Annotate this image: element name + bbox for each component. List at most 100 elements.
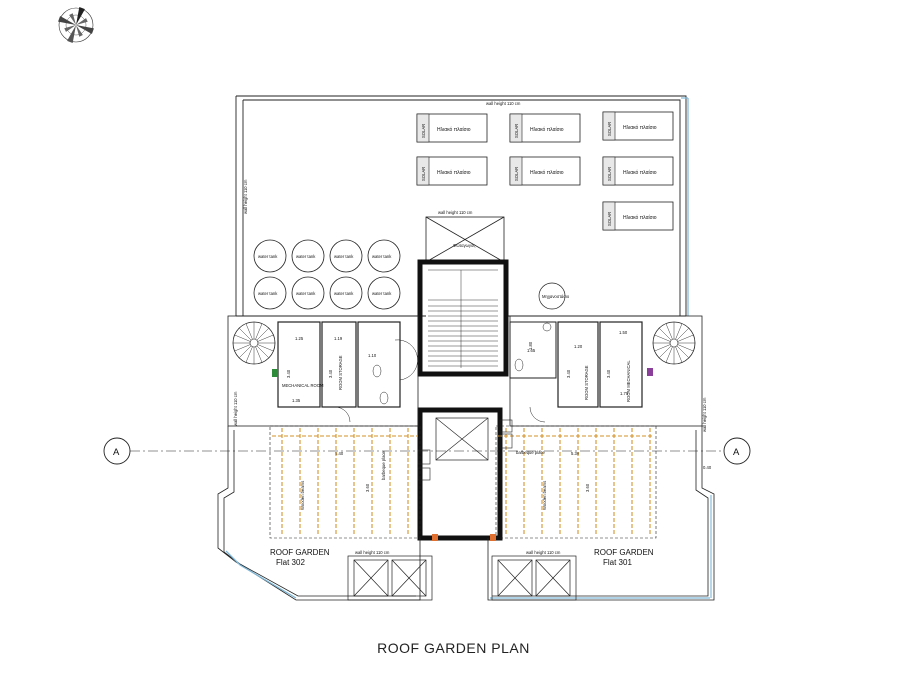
right-lower-terrace	[487, 426, 715, 601]
water-tank: water tank	[291, 239, 325, 273]
right-vent-marker	[647, 368, 653, 376]
water-tank: water tank	[367, 239, 401, 273]
solar-panel: SOLAR Ηλιακό πλαίσιο	[509, 156, 581, 186]
right-storage-label: ROOM STORAGE	[584, 365, 589, 400]
right-pergola	[495, 425, 657, 539]
right-dimensions: 1.50 3.40 1.70 1.20 3.40 1.65 1.80 5.30 …	[527, 330, 712, 492]
lift-room-marker	[538, 282, 566, 310]
svg-text:0.40: 0.40	[703, 465, 712, 470]
solar-panel-tag: SOLAR	[421, 167, 426, 181]
left-roof-garden-label: ROOF GARDEN	[270, 548, 330, 557]
water-tank-label: water tank	[258, 291, 278, 296]
wall-height-top: wall height 110 cm	[486, 101, 521, 106]
svg-text:1.65: 1.65	[527, 348, 536, 353]
solar-panel-label: Ηλιακό πλαίσιο	[437, 126, 471, 133]
solar-panel-label: Ηλιακό πλαίσιο	[530, 126, 564, 133]
left-pergola	[269, 425, 421, 539]
svg-text:3.60: 3.60	[365, 483, 370, 492]
svg-text:1.50: 1.50	[619, 330, 628, 335]
svg-text:A: A	[733, 447, 740, 458]
right-skylight	[491, 555, 577, 601]
solar-panel: SOLAR Ηλιακό πλαίσιο	[416, 156, 488, 186]
svg-text:1.80: 1.80	[528, 341, 533, 350]
right-roof-garden-label: ROOF GARDEN	[594, 548, 654, 557]
water-tank-label: water tank	[334, 254, 354, 259]
left-storage-label: ROOM STORAGE	[338, 355, 343, 390]
water-tank: water tank	[253, 276, 287, 310]
water-tank: water tank	[253, 239, 287, 273]
water-tank: water tank	[329, 239, 363, 273]
left-vent-marker	[272, 369, 278, 377]
water-tank-label: water tank	[334, 291, 354, 296]
water-tank: water tank	[367, 276, 401, 310]
svg-text:3.40: 3.40	[328, 369, 333, 378]
solar-panel-tag: SOLAR	[514, 167, 519, 181]
left-column-marker	[432, 534, 438, 541]
svg-text:1.35: 1.35	[292, 398, 301, 403]
water-tank-label: water tank	[372, 291, 392, 296]
water-tank-label: water tank	[296, 254, 316, 259]
wall-height-right-lower: wall height 110 cm	[526, 550, 561, 555]
solar-panel-tag: SOLAR	[514, 124, 519, 138]
solar-panel-label: Ηλιακό πλαίσιο	[623, 214, 657, 221]
left-glass-railing	[225, 550, 297, 599]
solar-panel: SOLAR Ηλιακό πλαίσιο	[509, 113, 581, 143]
right-mechanical-room-label: ROOM MECHANICAL	[626, 360, 631, 402]
glass-railing	[681, 97, 689, 316]
solar-panel-tag: SOLAR	[607, 167, 612, 181]
left-rooms	[227, 315, 419, 427]
svg-text:5.30: 5.30	[571, 451, 580, 456]
solar-panel-tag: SOLAR	[421, 124, 426, 138]
wall-height-stairs: wall height 110 cm	[438, 210, 473, 215]
right-barbeque-label: barbeque place	[516, 450, 546, 455]
barbeque-units	[417, 419, 513, 481]
solar-panel-tag: SOLAR	[607, 212, 612, 226]
solar-panel-tag: SOLAR	[607, 122, 612, 136]
solar-panel: SOLAR Ηλιακό πλαίσιο	[602, 111, 674, 141]
left-skylight	[347, 555, 433, 601]
wall-height-right-side: wall height 110 cm	[702, 397, 707, 432]
left-flat-label: Flat 302	[276, 558, 305, 567]
water-tank-group: water tank water tank water tank water tank…	[253, 239, 401, 310]
right-flat-label: Flat 301	[603, 558, 632, 567]
svg-text:3.40: 3.40	[286, 369, 291, 378]
solar-panel: SOLAR Ηλιακό πλαίσιο	[602, 156, 674, 186]
solar-panel: SOLAR Ηλιακό πλαίσιο	[602, 201, 674, 231]
svg-text:3.40: 3.40	[566, 369, 571, 378]
left-barbeque-label: barbeque place	[381, 450, 386, 480]
solar-panel-label: Ηλιακό πλαίσιο	[437, 169, 471, 176]
solar-panel: SOLAR Ηλιακό πλαίσιο	[416, 113, 488, 143]
svg-text:3.60: 3.60	[585, 483, 590, 492]
right-wc-fixtures	[514, 322, 552, 372]
water-tank: water tank	[291, 276, 325, 310]
solar-panel-label: Ηλιακό πλαίσιο	[623, 124, 657, 131]
lift-shaft	[417, 407, 503, 541]
left-wc-fixtures	[372, 364, 389, 405]
section-marker-right: A	[723, 437, 751, 465]
plan-title: ROOF GARDEN PLAN	[377, 640, 530, 656]
spiral-staircase-right	[652, 321, 696, 365]
water-tank-label: water tank	[258, 254, 278, 259]
water-tank-label: water tank	[296, 291, 316, 296]
water-tank: water tank	[329, 276, 363, 310]
svg-text:1.10: 1.10	[368, 353, 377, 358]
lift-room-label: Μηχανοστάσιο	[542, 294, 570, 299]
wall-height-left-upper: wall height 110 cm	[243, 179, 248, 214]
svg-text:1.25: 1.25	[295, 336, 304, 341]
svg-text:5.40: 5.40	[335, 451, 344, 456]
svg-text:1.70: 1.70	[620, 391, 629, 396]
north-compass-icon	[58, 5, 94, 43]
left-wooden-beams-label: Wooden beams	[300, 481, 305, 510]
stair-shaft-roof	[425, 216, 505, 263]
section-marker-left: A	[103, 437, 131, 465]
svg-text:3.40: 3.40	[606, 369, 611, 378]
stair-shaft-label: Φωταγωγός	[453, 243, 475, 248]
right-column-marker	[490, 534, 496, 541]
spiral-staircase-left	[232, 321, 276, 365]
svg-text:A: A	[113, 447, 120, 458]
solar-panel-label: Ηλιακό πλαίσιο	[623, 169, 657, 176]
solar-panel-label: Ηλιακό πλαίσιο	[530, 169, 564, 176]
wall-height-left-lower: wall height 110 cm	[355, 550, 390, 555]
